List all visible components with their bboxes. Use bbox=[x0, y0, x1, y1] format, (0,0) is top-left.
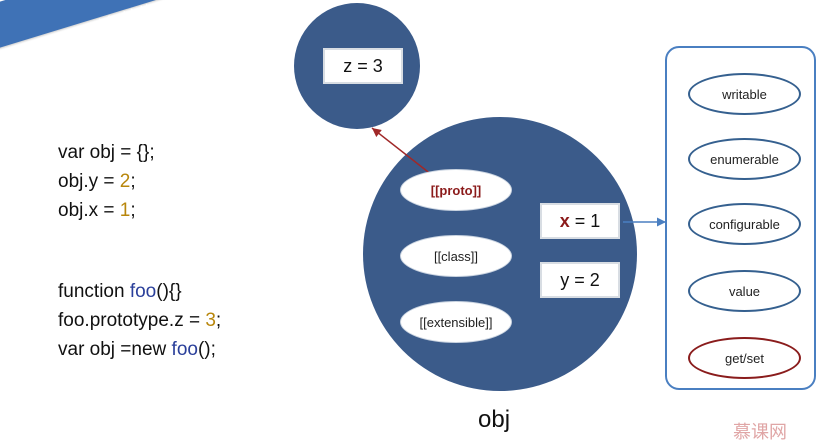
x-value: = 1 bbox=[569, 210, 601, 231]
code-number: 2 bbox=[119, 171, 131, 192]
watermark: 慕课网 bbox=[733, 422, 787, 442]
enumerable-label: enumerable bbox=[710, 151, 779, 167]
code-line: foo.prototype.z = 3; bbox=[58, 306, 221, 335]
x-property-box: x = 1 bbox=[540, 203, 620, 239]
proto-z-label: z = 3 bbox=[343, 55, 383, 76]
code-text: var obj = {}; bbox=[58, 142, 155, 163]
code-line: var obj = {}; bbox=[58, 138, 155, 167]
y-label: y = 2 bbox=[560, 269, 600, 290]
y-property-box: y = 2 bbox=[540, 262, 620, 298]
proto-slot-label: [[proto]] bbox=[430, 182, 482, 198]
configurable-label: configurable bbox=[709, 216, 780, 232]
code-function-name: foo bbox=[129, 281, 157, 302]
class-slot-label: [[class]] bbox=[433, 248, 479, 264]
code-text: (); bbox=[197, 339, 216, 360]
proto-slot-oval: [[proto]] bbox=[400, 169, 512, 211]
getset-oval: get/set bbox=[688, 337, 801, 379]
code-block-literal: var obj = {}; obj.y = 2; obj.x = 1; bbox=[58, 138, 155, 225]
property-attributes-panel: writable enumerable configurable value g… bbox=[665, 46, 816, 390]
obj-caption: obj bbox=[478, 406, 511, 433]
code-text: var obj =new bbox=[58, 339, 172, 360]
code-text: ; bbox=[130, 200, 136, 221]
writable-label: writable bbox=[722, 86, 767, 102]
extensible-slot-label: [[extensible]] bbox=[419, 314, 493, 330]
code-number: 1 bbox=[119, 200, 131, 221]
code-line: function foo(){} bbox=[58, 277, 221, 306]
extensible-slot-oval: [[extensible]] bbox=[400, 301, 512, 343]
writable-oval: writable bbox=[688, 73, 801, 115]
enumerable-oval: enumerable bbox=[688, 138, 801, 180]
proto-arrow bbox=[371, 127, 433, 176]
code-function-name: foo bbox=[171, 339, 198, 360]
code-block-constructor: function foo(){} foo.prototype.z = 3; va… bbox=[58, 277, 221, 364]
value-oval: value bbox=[688, 270, 801, 312]
code-line: obj.y = 2; bbox=[58, 167, 155, 196]
code-text: ; bbox=[215, 310, 222, 331]
code-text: obj.x = bbox=[58, 200, 120, 221]
code-text: ; bbox=[130, 171, 136, 192]
code-text: obj.y = bbox=[58, 171, 120, 192]
code-text: foo.prototype.z = bbox=[58, 310, 206, 331]
class-slot-oval: [[class]] bbox=[400, 235, 512, 277]
value-label: value bbox=[728, 283, 761, 299]
code-text: (){} bbox=[156, 281, 182, 302]
code-text: function bbox=[58, 281, 130, 302]
getset-label: get/set bbox=[724, 350, 765, 366]
configurable-oval: configurable bbox=[688, 203, 801, 245]
code-line: var obj =new foo(); bbox=[58, 335, 221, 364]
code-line: obj.x = 1; bbox=[58, 196, 155, 225]
x-key: x bbox=[559, 210, 570, 231]
proto-z-box: z = 3 bbox=[323, 48, 403, 84]
code-number: 3 bbox=[205, 310, 216, 331]
